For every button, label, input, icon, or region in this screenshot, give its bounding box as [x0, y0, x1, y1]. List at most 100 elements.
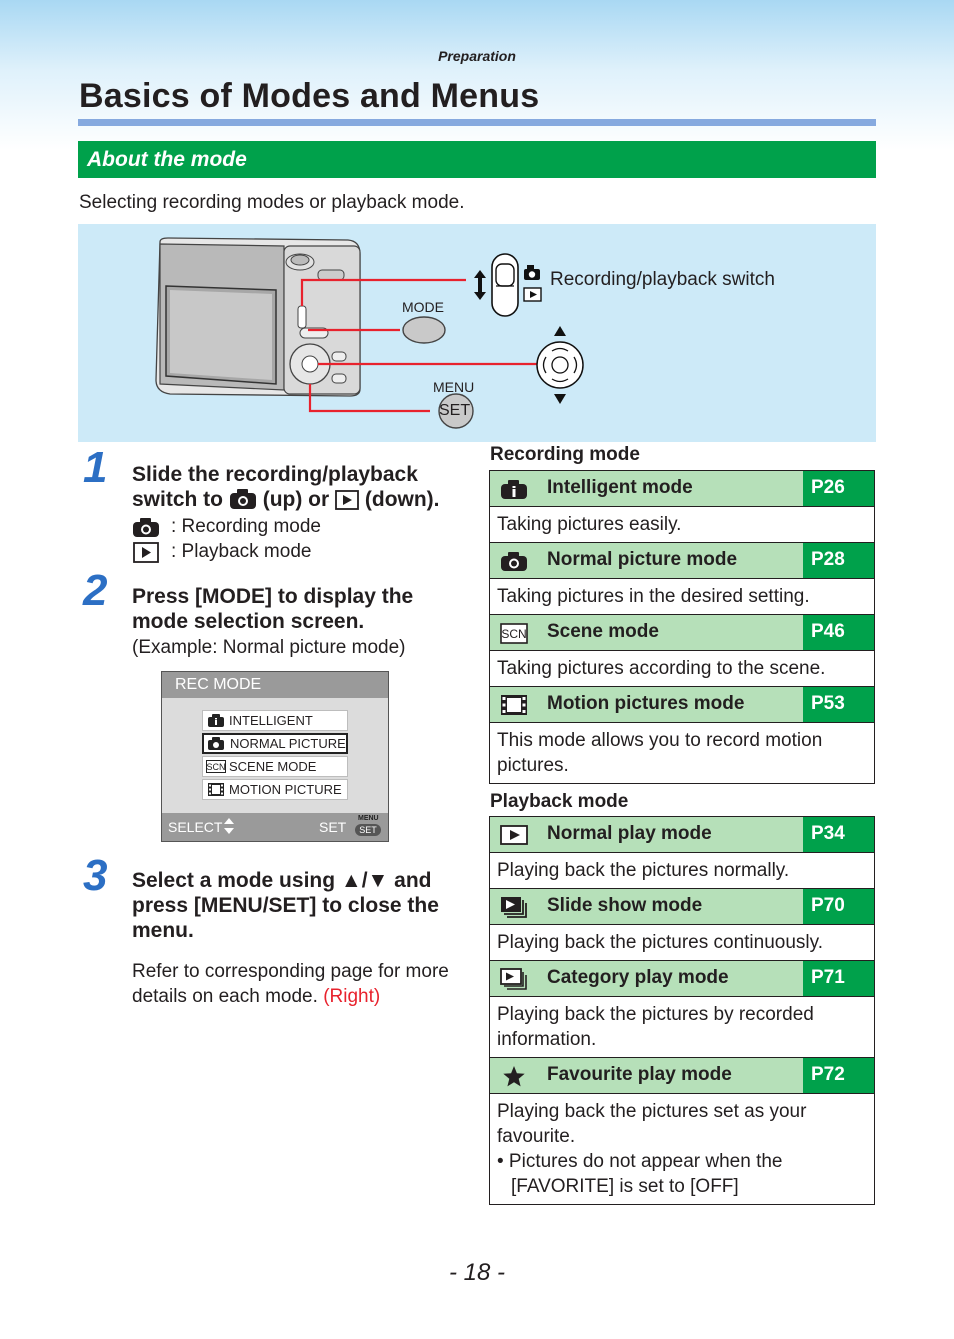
- mode-name: Scene mode: [547, 621, 659, 642]
- step-3-select: Select a mode using: [132, 869, 336, 892]
- camera-illustration: [155, 237, 584, 429]
- mode-desc-line: favourite.: [497, 1126, 576, 1147]
- mode-row-normal-play: Normal play mode P34: [490, 817, 874, 853]
- play-icon: [335, 490, 359, 510]
- mode-row-scene: SCN Scene mode P46: [490, 615, 874, 651]
- section-label: Preparation: [438, 48, 516, 64]
- up-down-arrow-icon: [224, 818, 234, 834]
- recording-mode-title: Recording mode: [490, 444, 640, 465]
- title-rule: [78, 119, 876, 126]
- svg-text:SCN: SCN: [501, 627, 526, 641]
- step-1-up: (up) or: [262, 488, 330, 511]
- mode-desc-intelligent: Taking pictures easily.: [490, 507, 874, 543]
- mode-page-ref: P26: [803, 471, 874, 506]
- set-label: SET: [439, 402, 471, 419]
- mode-row-normal-picture: Normal picture mode P28: [490, 543, 874, 579]
- step-3-note-right: (Right): [323, 986, 381, 1007]
- mode-desc-category-play: Playing back the pictures by recorded inf…: [490, 997, 874, 1058]
- intelligent-auto-icon: [208, 714, 224, 727]
- mode-note-line: [FAVORITE] is set to [OFF]: [511, 1176, 739, 1197]
- mode-page-ref: P70: [803, 889, 874, 924]
- step-3-title-line2: press [MENU/SET] to close the: [132, 894, 439, 917]
- camera-icon: [208, 737, 224, 750]
- mode-name: Normal picture mode: [547, 549, 738, 570]
- step-2-number: 2: [83, 566, 108, 615]
- footer-set-label: SET: [319, 819, 347, 835]
- mode-page-ref: P71: [803, 961, 874, 996]
- mode-desc-line: Taking pictures in the desired setting.: [497, 586, 810, 607]
- step-3-number: 3: [83, 851, 108, 900]
- mode-page-ref: P53: [803, 687, 874, 722]
- step-2-example: (Example: Normal picture mode): [132, 637, 406, 658]
- mode-desc-favourite-play: Playing back the pictures set as your fa…: [490, 1094, 874, 1204]
- mode-name: Favourite play mode: [547, 1064, 732, 1085]
- step-1-switch-to: switch to: [132, 488, 224, 511]
- mode-desc-normal-play: Playing back the pictures normally.: [490, 853, 874, 889]
- mode-label: MODE: [402, 299, 444, 315]
- menu-item-intelligent[interactable]: INTELLIGENT: [202, 710, 348, 731]
- intro-text: Selecting recording modes or playback mo…: [79, 192, 465, 213]
- step-3-title-line3: menu.: [132, 919, 194, 942]
- mode-name: Intelligent mode: [547, 477, 693, 498]
- footer-menu-text: MENU: [358, 815, 379, 822]
- menu-item-motion-picture[interactable]: MOTION PICTURE: [202, 779, 348, 800]
- scn-icon: SCN: [500, 623, 528, 644]
- mode-name: Category play mode: [547, 967, 729, 988]
- step-1-play-line: : Playback mode: [171, 541, 312, 562]
- mode-row-motion-pictures: Motion pictures mode P53: [490, 687, 874, 723]
- step-1-number: 1: [83, 443, 108, 492]
- mode-row-category-play: Category play mode P71: [490, 961, 874, 997]
- step-2-title-line1: Press [MODE] to display the: [132, 585, 414, 608]
- mode-desc-slide-show: Playing back the pictures continuously.: [490, 925, 874, 961]
- menu-set-button-icon: [438, 393, 474, 429]
- step-3-note-text: details on each mode.: [132, 986, 318, 1007]
- mode-note-line: • Pictures do not appear when the: [497, 1151, 783, 1172]
- mode-page-ref: P72: [803, 1058, 874, 1093]
- step-3-note-line1: Refer to corresponding page for more: [132, 961, 449, 982]
- menu-item-scene-mode[interactable]: SCN SCENE MODE: [202, 756, 348, 777]
- leader-lines: [300, 278, 538, 413]
- mode-name: Motion pictures mode: [547, 693, 745, 714]
- step-1-rec-line: : Recording mode: [171, 516, 321, 537]
- menu-label: MENU: [433, 379, 475, 395]
- menu-item-normal-picture[interactable]: NORMAL PICTURE: [202, 733, 348, 754]
- mode-page-ref: P46: [803, 615, 874, 650]
- play-icon: [500, 825, 528, 845]
- mode-row-intelligent: Intelligent mode P26: [490, 471, 874, 507]
- step-3-title-line1: Select a mode using ▲/▼ and: [132, 868, 432, 893]
- step-3-note-line2: details on each mode. (Right): [132, 984, 380, 1009]
- cursor-pad-icon: [536, 326, 584, 404]
- film-icon: [501, 695, 527, 715]
- mode-desc-line: Playing back the pictures by recorded: [497, 1004, 814, 1025]
- about-mode-bar: About the mode: [78, 141, 876, 178]
- rec-mode-screen: REC MODE INTELLIGENT NORMAL PICTURE SCN …: [161, 671, 389, 842]
- scn-icon: SCN: [206, 760, 226, 773]
- playback-mode-title: Playback mode: [490, 791, 629, 812]
- rec-mode-screen-header: REC MODE: [162, 672, 388, 698]
- mode-name: Normal play mode: [547, 823, 712, 844]
- page-title: Basics of Modes and Menus: [79, 77, 540, 115]
- menu-item-label: INTELLIGENT: [229, 713, 313, 728]
- mode-desc-line: Playing back the pictures continuously.: [497, 932, 823, 953]
- category-play-icon: [500, 968, 527, 990]
- play-icon: [133, 542, 159, 563]
- film-icon: [208, 783, 224, 796]
- camera-icon: [133, 518, 159, 537]
- page-number: - 18 -: [448, 1259, 505, 1286]
- mode-desc-line: information.: [497, 1029, 597, 1050]
- menu-item-label: NORMAL PICTURE: [230, 736, 346, 751]
- mode-row-favourite-play: Favourite play mode P72: [490, 1058, 874, 1094]
- mode-desc-normal-picture: Taking pictures in the desired setting.: [490, 579, 874, 615]
- step-1-title-line1: Slide the recording/playback: [132, 463, 418, 486]
- mode-button-icon: [402, 316, 446, 344]
- step-1-title-line2: switch to (up) or (down).: [132, 487, 440, 512]
- footer-set-badge: SET: [355, 824, 381, 836]
- mode-row-slide-show: Slide show mode P70: [490, 889, 874, 925]
- mode-page-ref: P28: [803, 543, 874, 578]
- rec-mode-header-label: REC MODE: [175, 676, 262, 693]
- camera-icon: [229, 489, 256, 509]
- menu-item-label: MOTION PICTURE: [229, 782, 342, 797]
- menu-item-label: SCENE MODE: [229, 759, 317, 774]
- rec-mode-screen-footer: SELECT SET MENU SET: [162, 813, 388, 841]
